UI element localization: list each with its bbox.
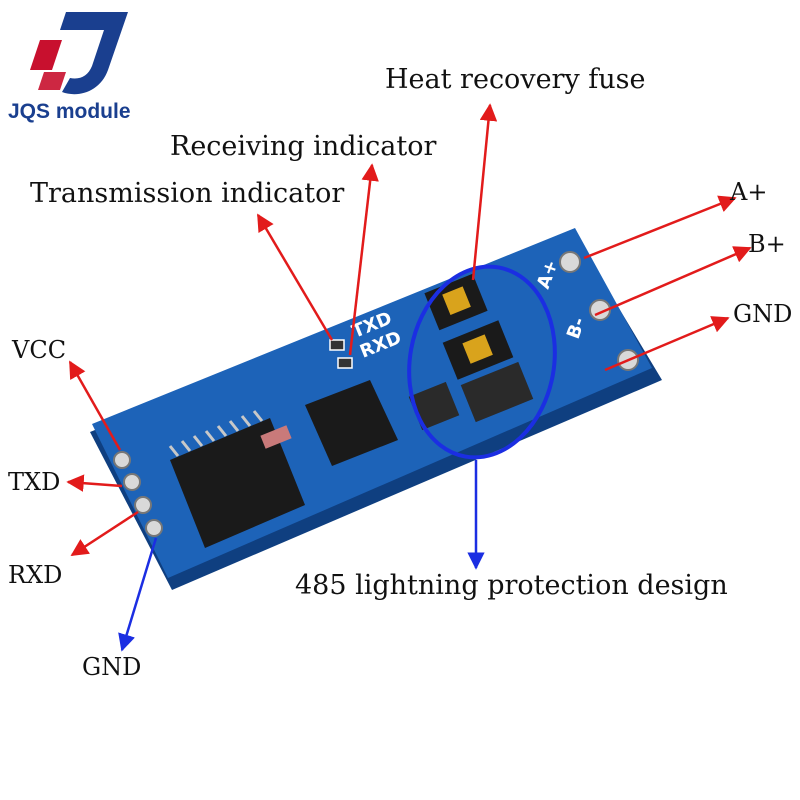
arrow-receiving [348,163,379,356]
tvs-diode-left [408,381,460,431]
label-gnd-left: GND [82,653,141,681]
arrow-gnd-right [604,316,730,372]
brand-logo: JQS module [8,12,131,123]
arrow-a-plus [583,195,737,260]
label-b-plus: B+ [748,230,786,258]
logo-text: JQS module [8,100,131,123]
arrow-transmission [256,213,334,341]
label-vcc: VCC [11,336,66,364]
arrow-heat-fuse [471,103,498,281]
label-receiving-indicator: Receiving indicator [170,131,436,162]
arrow-txd [66,474,123,492]
arrow-rxd [70,510,139,557]
label-gnd-right: GND [733,300,792,328]
label-a-plus: A+ [729,178,767,206]
pcb-board: TXD RXD A+ B- [90,228,662,590]
label-rxd: RXD [8,561,62,589]
label-transmission-indicator: Transmission indicator [30,178,344,209]
tvs-diode-right [460,361,534,423]
main-ic-chip [168,410,305,548]
label-txd: TXD [8,468,60,496]
fuse-bottom-body [462,334,493,364]
label-heat-recovery-fuse: Heat recovery fuse [385,64,646,95]
arrow-vcc [68,360,122,451]
diode [260,425,292,449]
arrow-gnd-left [118,537,158,652]
receiving-led [337,357,353,369]
protection-ellipse [407,264,557,460]
annotation-arrows [66,103,752,652]
label-lightning-protection: 485 lightning protection design [295,570,728,601]
left-pin-header [113,451,163,537]
fuse-top-body [442,286,471,316]
transceiver-chip [305,380,398,466]
transmission-led [329,339,345,351]
arrow-b-plus [594,246,752,317]
